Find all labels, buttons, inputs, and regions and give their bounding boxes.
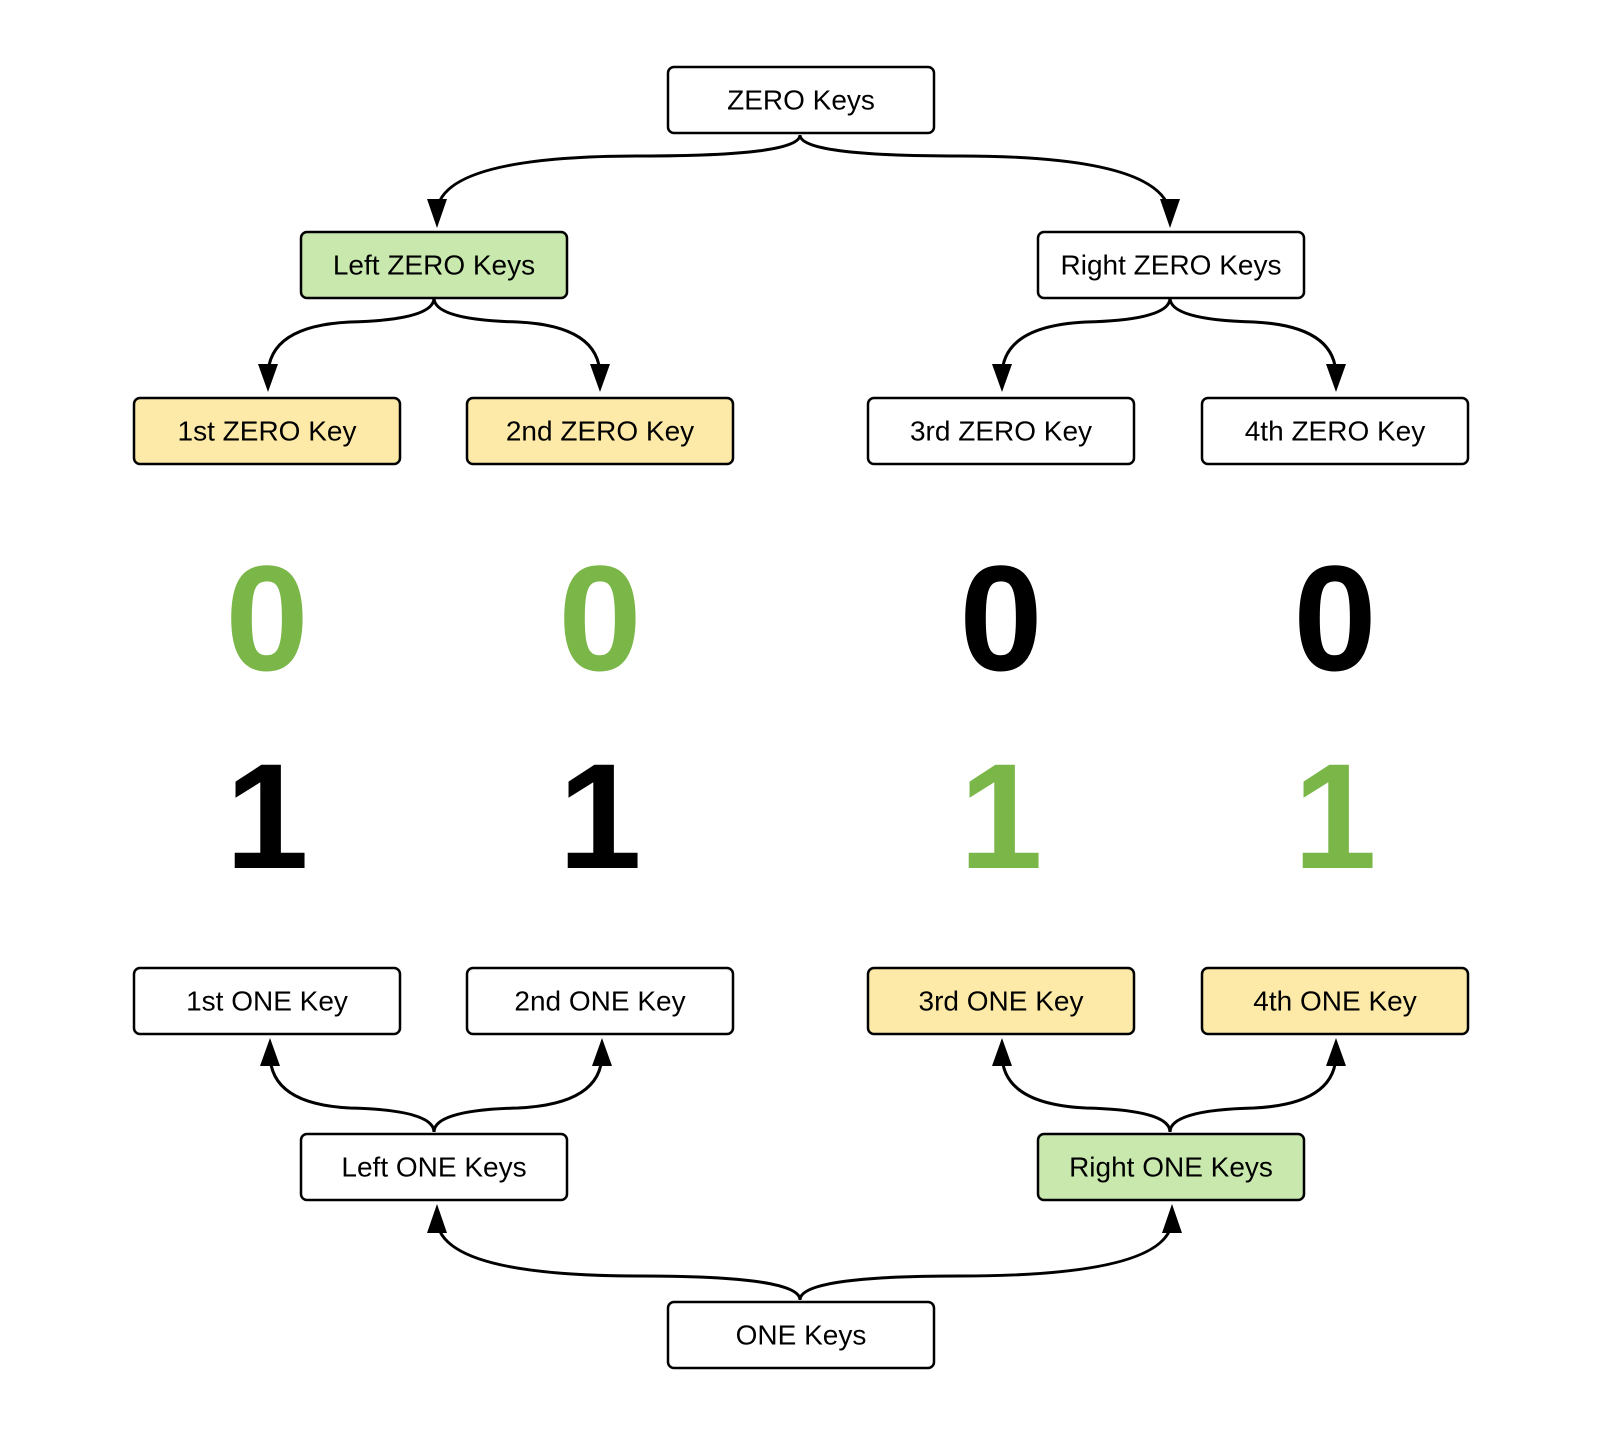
node-left-one-keys-box <box>299 1132 569 1202</box>
node-one-key-4-box <box>1200 966 1470 1036</box>
edge-zero-keys-to-right-zero-keys <box>798 134 1172 213</box>
node-one-key-1: 1st ONE Key <box>132 966 402 1036</box>
node-zero-keys: ZERO Keys <box>666 65 936 135</box>
node-one-key-3-label: 3rd ONE Key <box>919 986 1084 1017</box>
arrowhead-zero-key-3 <box>992 364 1012 392</box>
node-left-one-keys: Left ONE Keys <box>299 1132 569 1202</box>
node-one-key-4-label: 4th ONE Key <box>1253 986 1416 1017</box>
node-one-keys: ONE Keys <box>666 1300 936 1370</box>
one-digit-4: 1 <box>1293 732 1376 900</box>
node-zero-key-4-label: 4th ZERO Key <box>1245 416 1426 447</box>
zero-digit-1: 0 <box>225 534 308 702</box>
node-zero-keys-box <box>666 65 936 135</box>
edge-right-zero-keys-to-zero-key-4 <box>1168 297 1338 377</box>
node-one-key-1-box <box>132 966 402 1036</box>
node-left-zero-keys-label: Left ZERO Keys <box>333 250 535 281</box>
arrowhead-right-zero-keys <box>1160 199 1180 228</box>
node-one-keys-label: ONE Keys <box>736 1320 867 1351</box>
edge-left-zero-keys-to-zero-key-1 <box>266 297 436 377</box>
node-zero-key-3: 3rd ZERO Key <box>866 396 1136 466</box>
arrowhead-one-key-4 <box>1326 1038 1346 1066</box>
arrowhead-one-key-2 <box>592 1038 612 1066</box>
arrowhead-zero-key-2 <box>590 364 610 392</box>
one-digit-2: 1 <box>558 732 641 900</box>
node-left-zero-keys-box <box>299 230 569 300</box>
zero-digit-3: 0 <box>959 534 1042 702</box>
node-one-key-1-label: 1st ONE Key <box>186 986 348 1017</box>
zero-digit-4: 0 <box>1293 534 1376 702</box>
edge-right-one-keys-to-one-key-3 <box>1000 1053 1172 1133</box>
edges-layer <box>258 134 1346 1301</box>
node-right-one-keys-label: Right ONE Keys <box>1069 1152 1273 1183</box>
node-zero-key-2: 2nd ZERO Key <box>465 396 735 466</box>
node-zero-key-2-label: 2nd ZERO Key <box>506 416 694 447</box>
node-left-zero-keys: Left ZERO Keys <box>299 230 569 300</box>
arrowhead-right-one-keys <box>1162 1204 1182 1233</box>
edge-left-zero-keys-to-zero-key-2 <box>432 297 602 377</box>
node-zero-key-4: 4th ZERO Key <box>1200 396 1470 466</box>
node-one-key-2-box <box>465 966 735 1036</box>
node-one-key-4: 4th ONE Key <box>1200 966 1470 1036</box>
node-zero-keys-label: ZERO Keys <box>727 85 875 116</box>
node-zero-key-3-label: 3rd ZERO Key <box>910 416 1092 447</box>
edge-right-one-keys-to-one-key-4 <box>1168 1053 1338 1133</box>
arrowhead-zero-key-1 <box>258 364 278 392</box>
edge-one-keys-to-left-one-keys <box>435 1219 802 1301</box>
node-left-one-keys-label: Left ONE Keys <box>341 1152 526 1183</box>
arrowhead-one-key-3 <box>992 1038 1012 1066</box>
node-right-zero-keys-box <box>1036 230 1306 300</box>
arrowhead-one-key-1 <box>260 1038 280 1066</box>
node-zero-key-1: 1st ZERO Key <box>132 396 402 466</box>
arrowhead-zero-key-4 <box>1326 364 1346 392</box>
arrowhead-left-zero-keys <box>427 199 447 228</box>
one-digit-1: 1 <box>225 732 308 900</box>
edge-zero-keys-to-left-zero-keys <box>435 134 802 213</box>
node-one-key-3: 3rd ONE Key <box>866 966 1136 1036</box>
node-one-key-2-label: 2nd ONE Key <box>514 986 685 1017</box>
zero-digit-2: 0 <box>558 534 641 702</box>
node-zero-key-1-label: 1st ZERO Key <box>178 416 357 447</box>
node-one-key-2: 2nd ONE Key <box>465 966 735 1036</box>
node-one-key-3-box <box>866 966 1136 1036</box>
digits-layer: 0 0 0 0 1 1 1 1 <box>225 534 1376 900</box>
node-right-one-keys: Right ONE Keys <box>1036 1132 1306 1202</box>
node-right-one-keys-box <box>1036 1132 1306 1202</box>
edge-left-one-keys-to-one-key-1 <box>268 1053 436 1133</box>
node-right-zero-keys: Right ZERO Keys <box>1036 230 1306 300</box>
node-zero-key-1-box <box>132 396 402 466</box>
node-zero-key-4-box <box>1200 396 1470 466</box>
node-right-zero-keys-label: Right ZERO Keys <box>1061 250 1282 281</box>
arrowhead-left-one-keys <box>427 1204 447 1233</box>
node-zero-key-2-box <box>465 396 735 466</box>
edge-right-zero-keys-to-zero-key-3 <box>1000 297 1172 377</box>
nodes-layer: ZERO Keys Left ZERO Keys Right ZERO Keys… <box>132 65 1470 1370</box>
node-zero-key-3-box <box>866 396 1136 466</box>
edge-one-keys-to-right-one-keys <box>798 1219 1174 1301</box>
edge-left-one-keys-to-one-key-2 <box>432 1053 604 1133</box>
one-digit-3: 1 <box>959 732 1042 900</box>
node-one-keys-box <box>666 1300 936 1370</box>
